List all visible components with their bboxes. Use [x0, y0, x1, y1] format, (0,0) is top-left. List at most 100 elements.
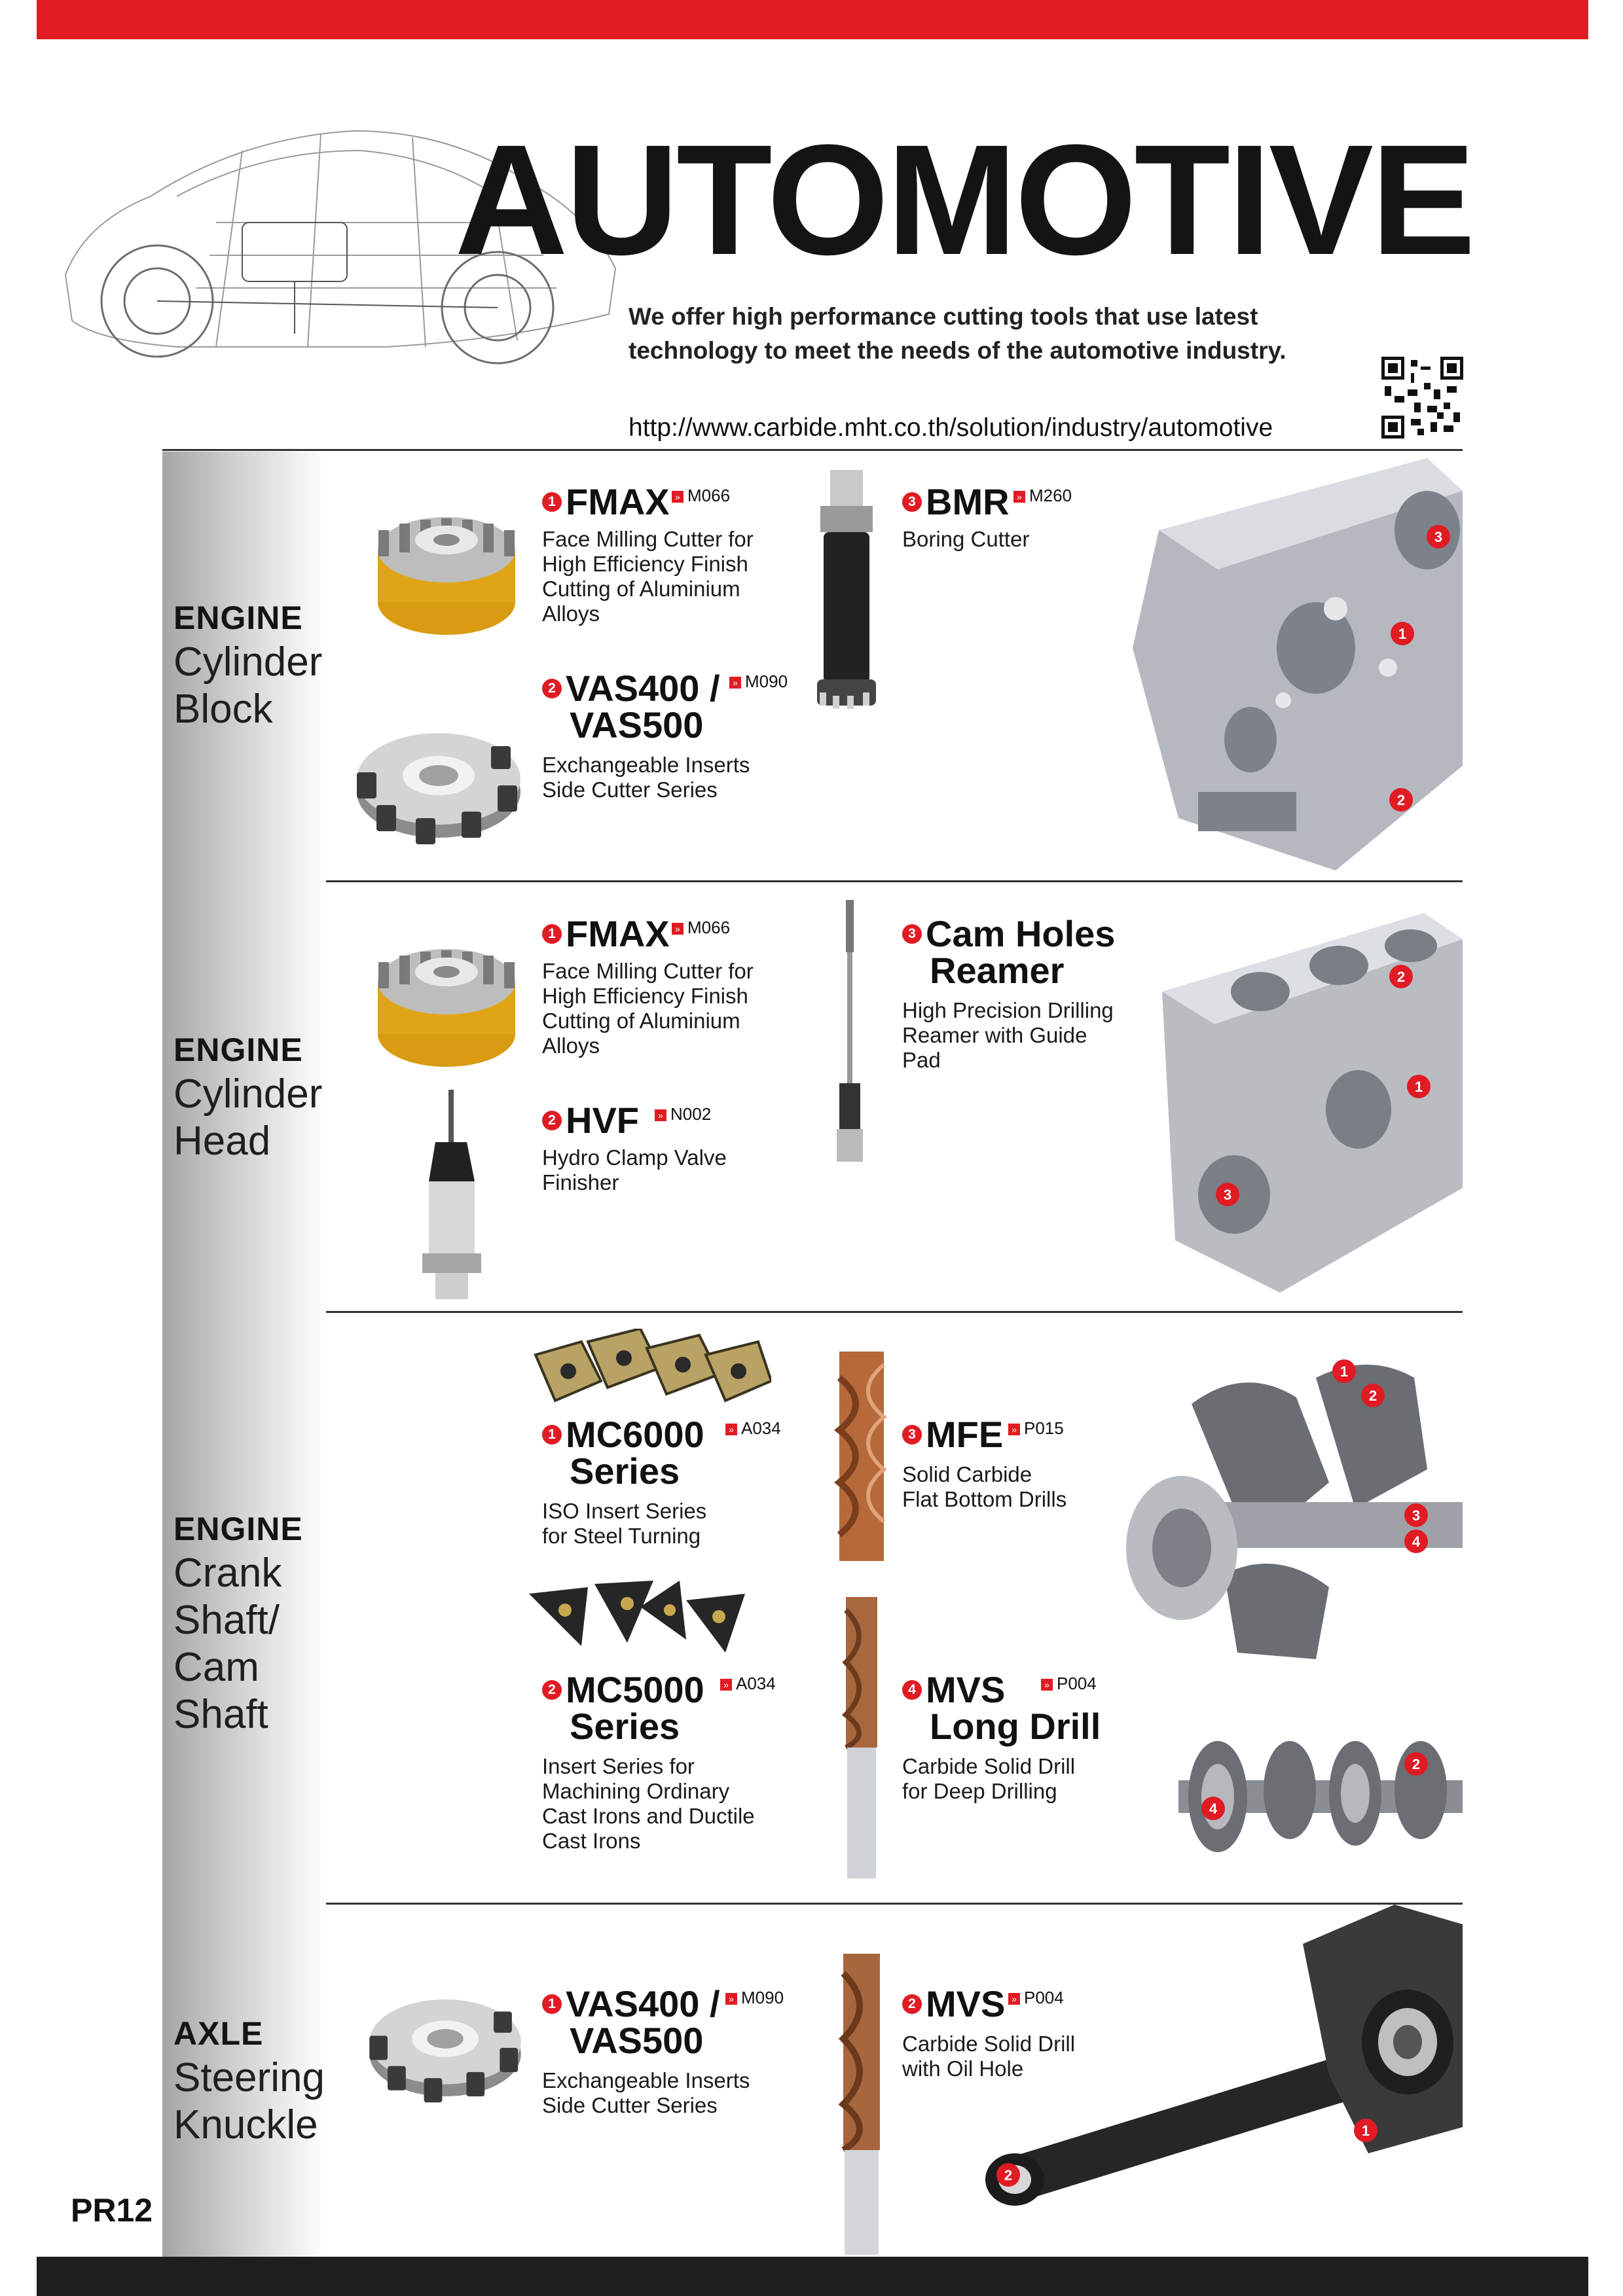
section-subtitle: Cylinder Block	[173, 639, 323, 732]
hvf-valve-finisher-image	[422, 1090, 481, 1299]
catalog-reference[interactable]: »M090	[725, 1988, 784, 2008]
section-category: ENGINE	[173, 600, 303, 636]
section-divider	[162, 1903, 1463, 1905]
svg-text:4: 4	[1412, 1534, 1421, 1550]
section-category: ENGINE	[173, 1511, 303, 1547]
product-title-line: Series	[570, 1450, 680, 1492]
product-title: FMAX	[566, 913, 670, 955]
product-title: MFE	[926, 1414, 1004, 1456]
svg-text:2: 2	[1412, 1756, 1420, 1772]
callout-number-badge: 1	[542, 1994, 562, 2015]
category-side-panel	[162, 452, 326, 2257]
steering-knuckle-image: 1 2	[985, 1905, 1463, 2206]
cylinder-block-image: 3 1 2	[1133, 458, 1463, 870]
qr-code-icon[interactable]	[1381, 357, 1463, 439]
section-subtitle: Crank Shaft/ Cam Shaft	[173, 1551, 282, 1737]
catalog-reference[interactable]: »P015	[1008, 1418, 1064, 1439]
callout-number-badge: 4	[902, 1680, 922, 1700]
crankshaft-image: 1 2 3 4	[1126, 1359, 1463, 1659]
callout-number-badge: 2	[902, 1994, 922, 2015]
catalog-reference[interactable]: »P004	[1008, 1988, 1064, 2008]
callout-number-badge: 3	[902, 492, 922, 512]
product-title-line: VAS500	[570, 704, 704, 746]
reference-arrow-icon: »	[1008, 1424, 1020, 1436]
mc5000-inserts-image	[529, 1581, 745, 1653]
catalog-reference[interactable]: »A034	[725, 1418, 781, 1439]
page-number: PR12	[71, 2192, 153, 2229]
svg-text:2: 2	[1397, 792, 1405, 808]
fmax-cutter-image	[378, 517, 515, 635]
svg-text:4: 4	[1209, 1801, 1218, 1817]
product-title: BMR	[926, 481, 1010, 523]
wireframe-car-image	[64, 130, 617, 365]
callout-number-badge: 2	[542, 1680, 562, 1700]
fmax-cutter-image	[378, 949, 515, 1067]
callout-number-badge: 2	[542, 1111, 562, 1131]
catalog-reference[interactable]: »M066	[672, 486, 730, 506]
product-title-line: Reamer	[930, 950, 1065, 992]
callout-number-badge: 3	[902, 924, 922, 944]
product-title: VAS400 /	[566, 668, 720, 709]
svg-text:3: 3	[1434, 529, 1442, 545]
cylinder-head-image: 2 1 3	[1162, 913, 1463, 1293]
bottom-bar	[37, 2257, 1588, 2296]
callout-number-badge: 1	[542, 924, 562, 944]
section-divider	[162, 449, 1463, 451]
industry-url-link[interactable]: http://www.carbide.mht.co.th/solution/in…	[629, 414, 1273, 442]
reference-arrow-icon: »	[729, 677, 741, 689]
product-title: MC6000	[566, 1414, 704, 1456]
callout-number-badge: 1	[542, 492, 562, 512]
product-title: MVS	[926, 1669, 1006, 1711]
reference-arrow-icon: »	[720, 1679, 732, 1691]
reference-arrow-icon: »	[672, 923, 684, 935]
mc6000-inserts-image	[534, 1329, 771, 1403]
reference-arrow-icon: »	[1008, 1993, 1020, 2005]
vas-side-cutter-image	[369, 1999, 521, 2103]
camshaft-image: 4 2	[1178, 1741, 1463, 1852]
section-subtitle: Steering Knuckle	[173, 2055, 325, 2147]
catalog-reference[interactable]: »N002	[655, 1104, 711, 1124]
catalog-reference[interactable]: »P004	[1041, 1674, 1097, 1694]
cam-holes-reamer-image	[837, 900, 863, 1162]
product-title: HVF	[566, 1100, 639, 1141]
section-category: AXLE	[173, 2015, 264, 2052]
product-title: MVS	[926, 1983, 1006, 2025]
svg-text:3: 3	[1224, 1187, 1231, 1203]
catalog-reference[interactable]: »M090	[729, 672, 788, 692]
mvs-oil-hole-drill-image	[838, 1954, 880, 2255]
section-divider	[162, 1311, 1463, 1313]
section-category: ENGINE	[173, 1031, 303, 1068]
catalog-reference[interactable]: »M260	[1013, 486, 1072, 506]
svg-text:1: 1	[1398, 626, 1406, 642]
svg-text:2: 2	[1369, 1388, 1377, 1404]
section-subtitle: Cylinder Head	[173, 1071, 323, 1164]
product-title: VAS400 /	[566, 1983, 720, 2025]
svg-text:1: 1	[1415, 1079, 1423, 1095]
reference-arrow-icon: »	[1013, 491, 1025, 503]
product-title-line: VAS500	[570, 2020, 704, 2062]
catalog-reference[interactable]: »A034	[720, 1674, 776, 1694]
svg-text:2: 2	[1004, 2167, 1012, 2183]
top-accent-bar	[37, 0, 1588, 39]
mvs-long-drill-image	[841, 1597, 877, 1878]
vas-side-cutter-image	[357, 733, 520, 844]
catalog-reference[interactable]: »M066	[672, 918, 730, 938]
reference-arrow-icon: »	[655, 1109, 666, 1122]
product-title-line: Long Drill	[930, 1706, 1101, 1748]
reference-arrow-icon: »	[725, 1424, 737, 1436]
reference-arrow-icon: »	[725, 1993, 737, 2005]
svg-text:1: 1	[1340, 1363, 1348, 1380]
page-title: AUTOMOTIVE	[454, 112, 1476, 287]
product-title-line: Series	[570, 1706, 680, 1748]
